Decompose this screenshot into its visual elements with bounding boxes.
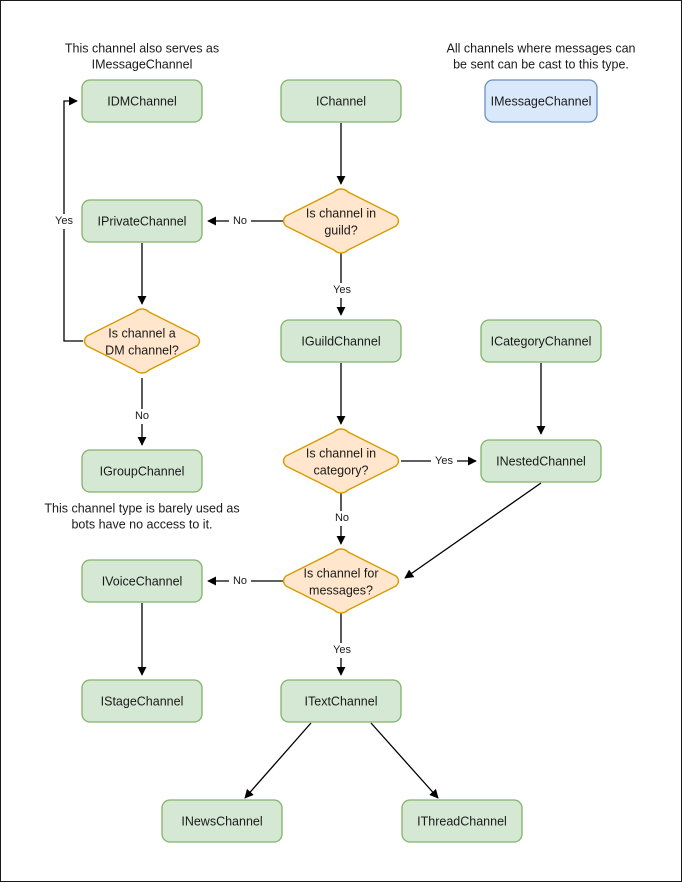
node-istagechannel[interactable]: IStageChannel: [81, 679, 203, 723]
node-imessagechannel-label: IMessageChannel: [491, 94, 592, 108]
node-ithreadchannel-shape[interactable]: [401, 799, 523, 843]
node-istagechannel-shape[interactable]: [81, 679, 203, 723]
note-dm-line2: IMessageChannel: [92, 57, 193, 71]
node-inestedchannel-label: INestedChannel: [496, 454, 586, 468]
node-inewschannel-shape[interactable]: [161, 799, 283, 843]
node-ithreadchannel-label: IThreadChannel: [417, 814, 507, 828]
node-imessagechannel-shape[interactable]: [484, 79, 598, 123]
edge-category-yes-to-inestedchannel: Yes: [401, 453, 477, 468]
node-igroupchannel[interactable]: IGroupChannel: [81, 449, 203, 493]
node-inestedchannel-shape[interactable]: [480, 439, 602, 483]
node-decision-is-channel-in-guild-label-line2: guild?: [324, 223, 357, 237]
note-dm-line1: This channel also serves as: [65, 41, 219, 55]
node-decision-is-channel-in-guild[interactable]: Is channel in guild?: [282, 188, 400, 254]
node-ichannel[interactable]: IChannel: [280, 79, 402, 123]
node-decision-is-channel-for-messages-label-line1: Is channel for: [303, 566, 378, 580]
node-ithreadchannel[interactable]: IThreadChannel: [401, 799, 523, 843]
node-iguildchannel-label: IGuildChannel: [301, 334, 380, 348]
note-group-line2: bots have no access to it.: [71, 517, 212, 531]
edge-dm-no-to-igroupchannel: No: [131, 378, 153, 446]
edge-category-no-to-messages-decision: No: [331, 493, 353, 545]
node-iprivatechannel[interactable]: IPrivateChannel: [81, 199, 203, 243]
node-igroupchannel-label: IGroupChannel: [100, 464, 185, 478]
edge-label-dm-no: No: [135, 410, 149, 422]
note-message-channel: All channels where messages can be sent …: [447, 41, 636, 71]
node-ivoicechannel[interactable]: IVoiceChannel: [81, 559, 203, 603]
note-group-line1: This channel type is barely used as: [44, 501, 239, 515]
node-decision-is-channel-in-category-label-line1: Is channel in: [306, 446, 376, 460]
node-ichannel-label: IChannel: [316, 94, 366, 108]
node-ivoicechannel-shape[interactable]: [81, 559, 203, 603]
node-inewschannel[interactable]: INewsChannel: [161, 799, 283, 843]
note-message-line2: be sent can be cast to this type.: [453, 57, 629, 71]
node-itextchannel-label: ITextChannel: [305, 694, 378, 708]
node-idmchannel-shape[interactable]: [81, 79, 203, 123]
edge-dm-yes-to-idmchannel: Yes: [52, 96, 83, 342]
edge-label-guild-no: No: [233, 215, 247, 227]
node-ivoicechannel-label: IVoiceChannel: [102, 574, 183, 588]
node-istagechannel-label: IStageChannel: [101, 694, 184, 708]
node-decision-is-channel-in-category[interactable]: Is channel in category?: [282, 428, 400, 494]
edge-label-messages-yes: Yes: [333, 644, 351, 656]
edge-guild-yes-to-iguildchannel: Yes: [329, 253, 355, 316]
node-decision-is-channel-a-dm-channel[interactable]: Is channel a DM channel?: [83, 308, 201, 374]
node-itextchannel-shape[interactable]: [280, 679, 402, 723]
node-imessagechannel[interactable]: IMessageChannel: [484, 79, 598, 123]
edge-label-messages-no: No: [233, 575, 247, 587]
note-dm-channel: This channel also serves as IMessageChan…: [65, 41, 219, 71]
node-idmchannel[interactable]: IDMChannel: [81, 79, 203, 123]
edge-messages-no-to-ivoicechannel: No: [207, 573, 283, 588]
edge-inestedchannel-to-messages-decision: [404, 482, 542, 579]
node-igroupchannel-shape[interactable]: [81, 449, 203, 493]
node-icategorychannel[interactable]: ICategoryChannel: [480, 319, 602, 363]
node-decision-is-channel-in-guild-label-line1: Is channel in: [306, 206, 376, 220]
node-decision-is-channel-for-messages-shape[interactable]: [282, 548, 400, 614]
node-decision-is-channel-for-messages-label-line2: messages?: [309, 583, 373, 597]
edge-itextchannel-to-ithreadchannel: [370, 722, 439, 799]
edge-messages-yes-to-itextchannel: Yes: [329, 613, 355, 676]
edge-label-guild-yes: Yes: [333, 284, 351, 296]
edge-label-dm-yes: Yes: [55, 215, 73, 227]
edge-label-category-yes: Yes: [435, 455, 453, 467]
node-decision-is-channel-in-category-label-line2: category?: [314, 463, 369, 477]
node-iprivatechannel-label: IPrivateChannel: [98, 214, 187, 228]
node-decision-is-channel-a-dm-channel-shape[interactable]: [83, 308, 201, 374]
node-icategorychannel-label: ICategoryChannel: [491, 334, 592, 348]
node-decision-is-channel-in-guild-shape[interactable]: [282, 188, 400, 254]
note-group-channel: This channel type is barely used as bots…: [44, 501, 239, 531]
node-iguildchannel[interactable]: IGuildChannel: [280, 319, 402, 363]
node-decision-is-channel-for-messages[interactable]: Is channel for messages?: [282, 548, 400, 614]
node-iguildchannel-shape[interactable]: [280, 319, 402, 363]
node-inewschannel-label: INewsChannel: [181, 814, 262, 828]
node-decision-is-channel-a-dm-channel-label-line2: DM channel?: [105, 343, 179, 357]
node-iprivatechannel-shape[interactable]: [81, 199, 203, 243]
node-icategorychannel-shape[interactable]: [480, 319, 602, 363]
node-decision-is-channel-a-dm-channel-label-line1: Is channel a: [108, 326, 175, 340]
note-message-line1: All channels where messages can: [447, 41, 636, 55]
node-itextchannel[interactable]: ITextChannel: [280, 679, 402, 723]
node-inestedchannel[interactable]: INestedChannel: [480, 439, 602, 483]
node-decision-is-channel-in-category-shape[interactable]: [282, 428, 400, 494]
edge-itextchannel-to-inewschannel: [244, 722, 312, 799]
node-idmchannel-label: IDMChannel: [107, 94, 176, 108]
node-ichannel-shape[interactable]: [280, 79, 402, 123]
edge-label-category-no: No: [335, 512, 349, 524]
edge-guild-no-to-iprivatechannel: No: [207, 213, 283, 228]
